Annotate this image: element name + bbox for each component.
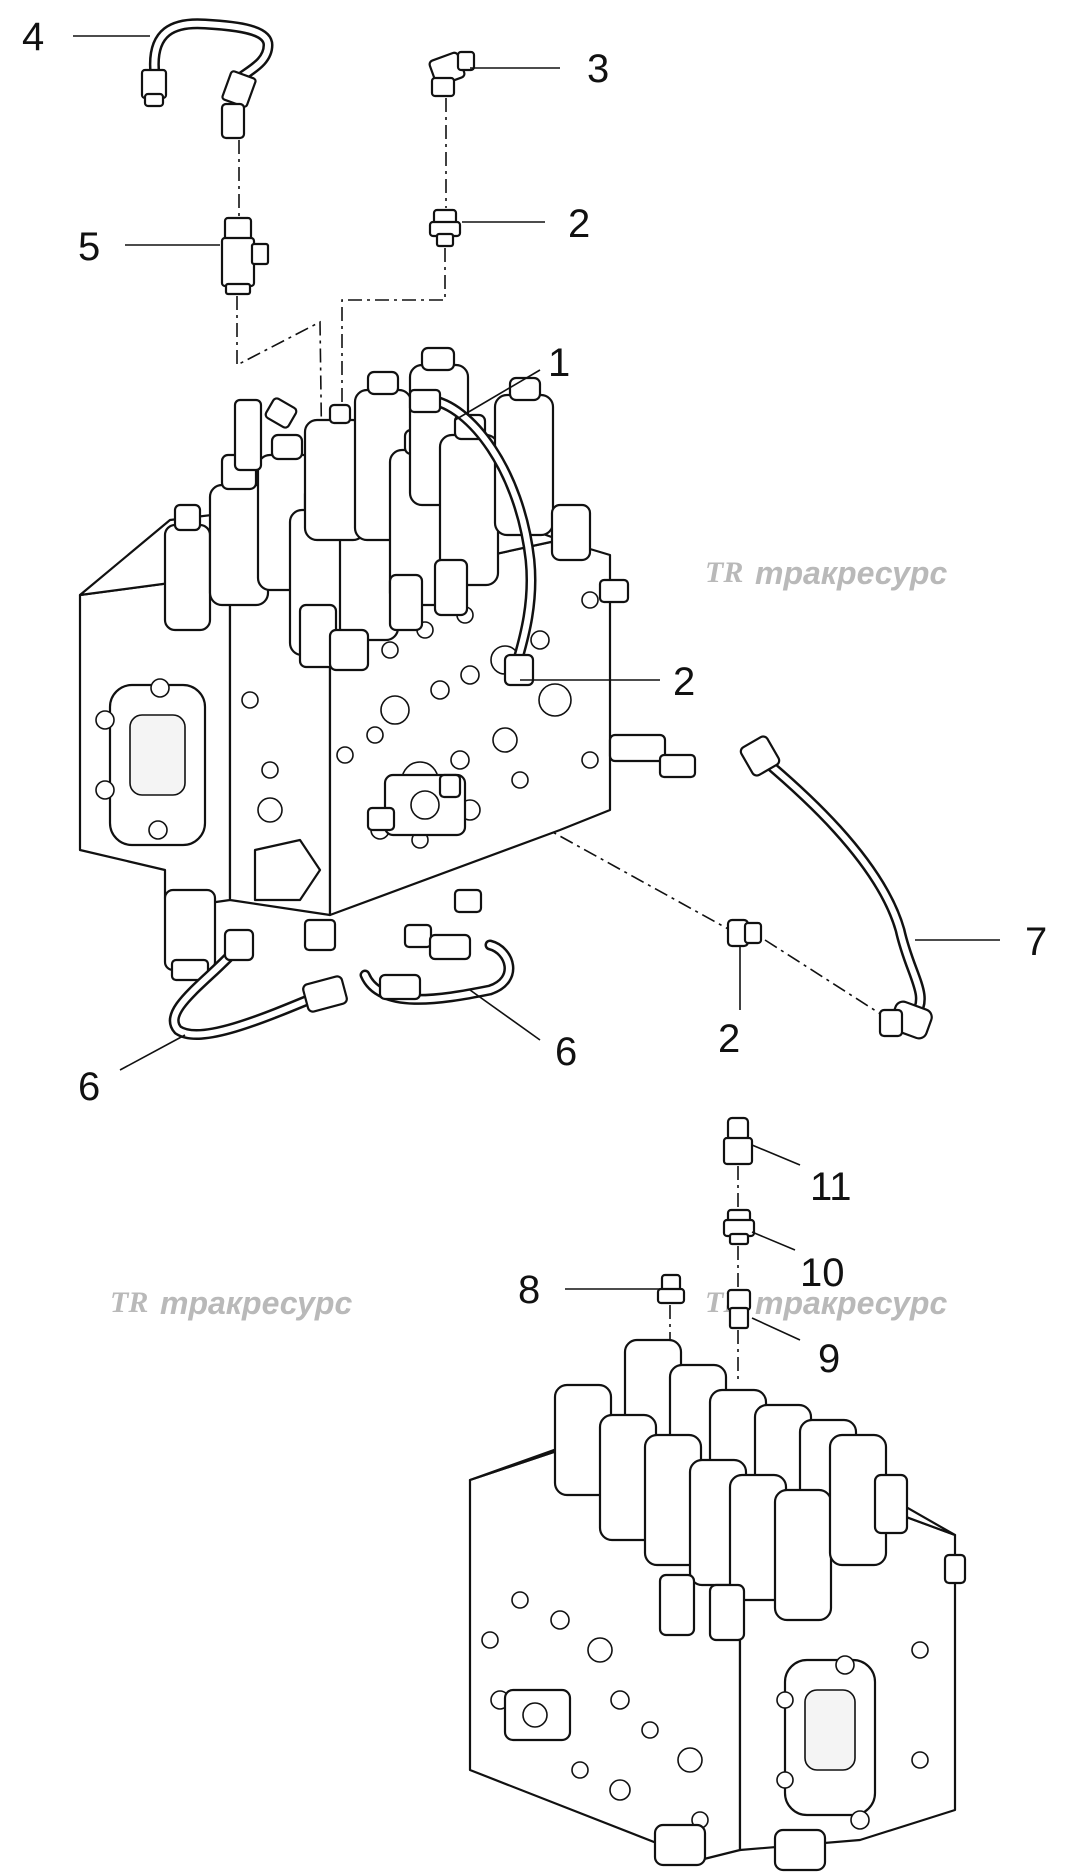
part-7-hose (739, 735, 933, 1040)
callout-6-left: 6 (78, 1065, 100, 1109)
callout-7: 7 (1025, 920, 1047, 964)
part-1-control-valve (78, 346, 697, 1040)
part-4-u-hose (140, 18, 274, 140)
part-11-fitting (722, 1116, 754, 1166)
watermark-text: трак­ресурс (160, 1285, 352, 1321)
callouts: 4 3 2 5 1 2 7 6 2 6 11 10 8 9 (22, 15, 1047, 1381)
callout-6-right: 6 (555, 1030, 577, 1074)
watermark-middle-right: TR трак­ресурс (705, 1285, 947, 1321)
callout-1: 1 (548, 341, 570, 385)
watermark-logo: TR (705, 556, 743, 589)
callout-11: 11 (810, 1165, 852, 1209)
callout-2-middle: 2 (673, 660, 695, 704)
leader-lines (73, 35, 1000, 1341)
part-5-tee-fitting (220, 216, 270, 296)
callout-10: 10 (800, 1251, 845, 1295)
callout-2-lower: 2 (718, 1017, 740, 1061)
lower-control-valve (468, 1338, 967, 1872)
watermark-middle-left: TR трак­ресурс (110, 1285, 352, 1321)
callout-9: 9 (818, 1337, 840, 1381)
solenoid-stack (163, 346, 592, 672)
part-10-fitting (722, 1208, 756, 1246)
callout-2-top: 2 (568, 202, 590, 246)
part-2-adapter-lower (726, 918, 763, 948)
watermark-logo: TR (110, 1286, 148, 1319)
watermark-top-right: TR трак­ресурс (705, 555, 947, 591)
part-8-plug (656, 1273, 686, 1305)
watermark-text: трак­ресурс (755, 555, 947, 591)
callout-5: 5 (78, 225, 100, 269)
callout-8: 8 (518, 1268, 540, 1312)
part-3-elbow-fitting (428, 50, 476, 98)
part-2-adapter-top (428, 208, 462, 248)
callout-3: 3 (587, 47, 609, 91)
part-6-hoses (168, 928, 515, 1040)
part-9-fitting (726, 1288, 752, 1330)
watermark-text: трак­ресурс (755, 1285, 947, 1321)
callout-4: 4 (22, 15, 44, 59)
